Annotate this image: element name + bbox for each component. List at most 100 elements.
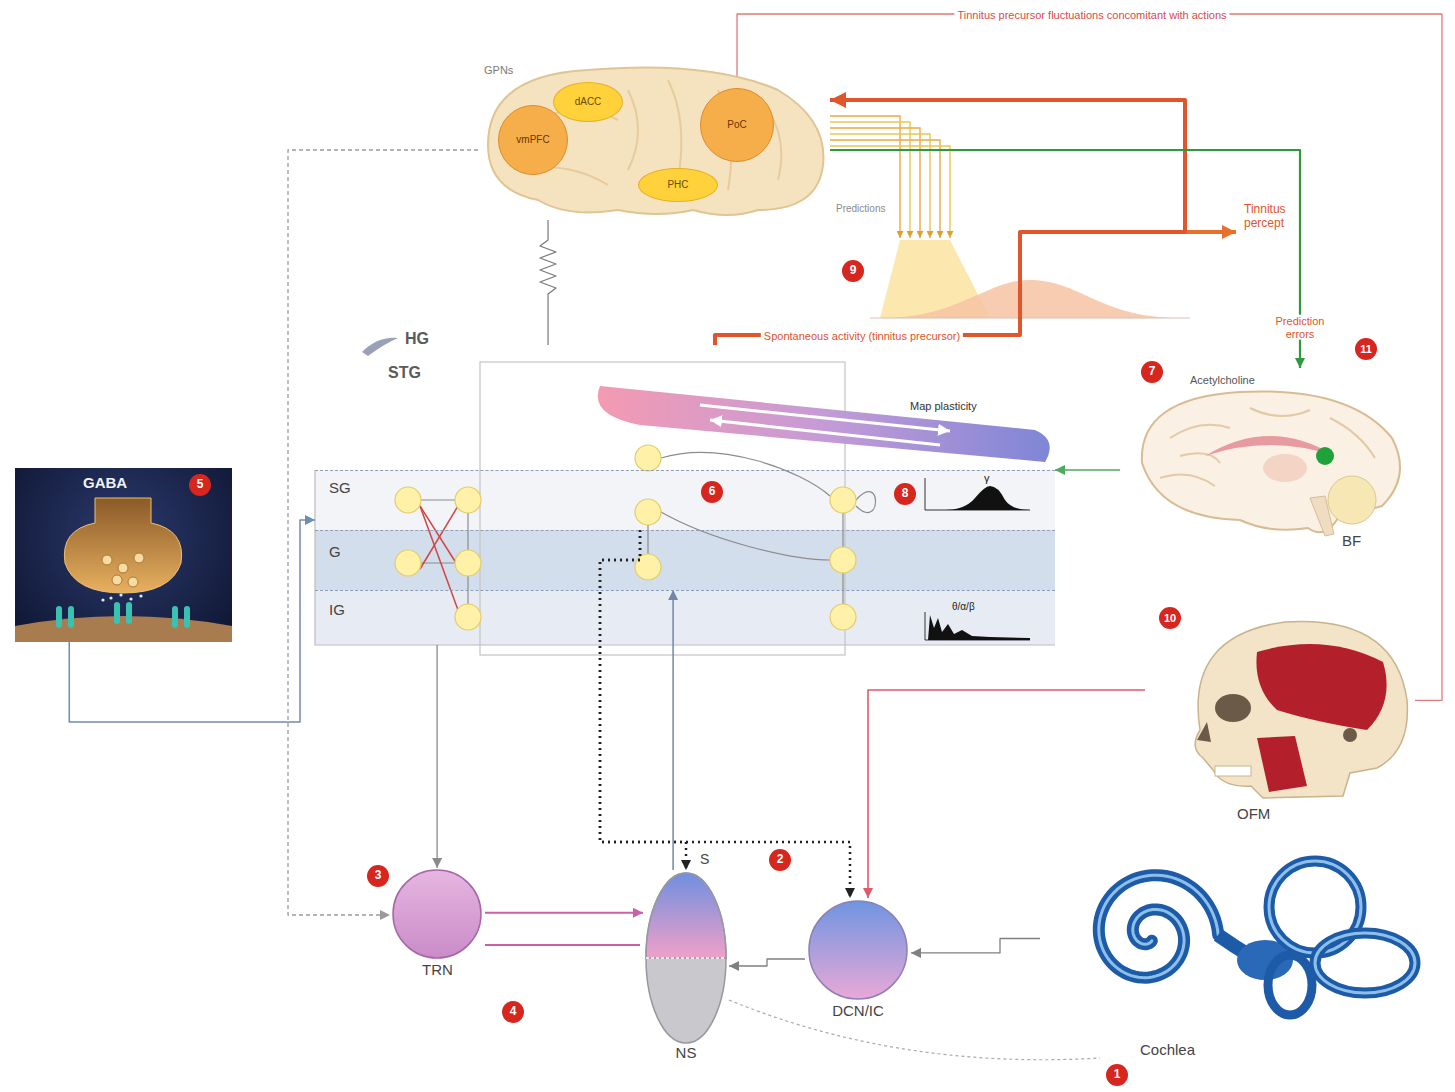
text-slot: STG xyxy=(388,364,421,382)
cortical-layer: IG xyxy=(315,590,1055,645)
inhibitory-link xyxy=(420,506,458,610)
brain-outline xyxy=(1142,391,1400,532)
connector xyxy=(737,14,1442,700)
connector xyxy=(1055,469,1120,471)
callout-badge: 4 xyxy=(502,1001,524,1023)
brain-region: PoC xyxy=(700,88,774,162)
callout-number: 4 xyxy=(510,1005,517,1019)
connector-label: Prediction errors xyxy=(1264,315,1336,340)
gyrus-icon xyxy=(362,338,398,356)
basal-forebrain-dot xyxy=(1316,447,1334,465)
text-slot: Tinnitus precursor fluctuations concomit… xyxy=(954,5,1229,23)
transmitter-dot xyxy=(119,593,122,596)
nucleus-ellipse xyxy=(646,873,726,1043)
region-label: STG xyxy=(388,364,421,382)
nucleus-upper-part xyxy=(646,873,726,958)
nucleus: TRN xyxy=(390,868,485,980)
node-label: vmPFC xyxy=(516,134,549,146)
node-label: PHC xyxy=(667,179,688,191)
vesicle xyxy=(134,553,144,563)
callout-number: 8 xyxy=(902,487,909,501)
node-label: TRN xyxy=(422,961,453,978)
callout-badge: 2 xyxy=(769,849,791,871)
text-slot: DCN/IC xyxy=(805,1002,911,1020)
node-figure xyxy=(1040,835,1430,1065)
neuron-link xyxy=(661,453,830,496)
semicircular-canal xyxy=(1268,955,1312,1015)
node-label: BF xyxy=(1342,532,1361,549)
cortex-block: Map plasticitySGGIG xyxy=(315,345,1055,660)
teeth xyxy=(1215,766,1251,776)
skull-outline xyxy=(1195,621,1407,798)
callout-number: 7 xyxy=(1149,365,1156,379)
callout-badge: 1 xyxy=(1106,1064,1128,1086)
callout-badge: 8 xyxy=(894,483,916,505)
text-slot: GPNs xyxy=(484,60,513,78)
thalamus xyxy=(1263,454,1307,482)
auditory-nerve-link xyxy=(729,1000,1100,1060)
neuron xyxy=(635,499,661,525)
text-slot: OFM xyxy=(1237,805,1270,823)
callout-number: 6 xyxy=(709,485,716,499)
node-label: dACC xyxy=(575,96,602,108)
neuron-link xyxy=(467,513,468,550)
vesicle xyxy=(118,563,128,573)
text-slot: SG xyxy=(329,479,351,497)
brain-outline xyxy=(488,68,823,216)
connector-label: Tinnitus precursor fluctuations concomit… xyxy=(954,9,1229,22)
text-slot: Cochlea xyxy=(1140,1041,1195,1059)
nucleus-circle xyxy=(393,870,481,958)
neuron xyxy=(395,550,421,576)
tonotopic-map xyxy=(598,386,1050,462)
brain-region: dACC xyxy=(553,82,623,122)
semicircular-canal-core xyxy=(1315,933,1415,993)
text-slot: S xyxy=(700,850,709,868)
cortex-layer-ground xyxy=(315,470,1055,645)
low-frequency-spectrum xyxy=(928,615,1030,640)
neuron-links xyxy=(421,453,876,604)
neurons xyxy=(395,445,856,630)
text-slot: NS xyxy=(643,1044,729,1062)
nucleus-divider xyxy=(646,957,726,959)
brain-region: vmPFC xyxy=(498,105,568,175)
connector xyxy=(540,220,556,345)
text-slot: Tinnitus percept xyxy=(1244,203,1306,231)
text-slot: Predictions xyxy=(836,198,885,216)
callout-badge: 5 xyxy=(189,474,211,496)
callout-number: 11 xyxy=(1360,343,1372,356)
neuron xyxy=(830,487,856,513)
node-label: IG xyxy=(329,601,345,618)
vesicle xyxy=(102,555,112,565)
node-figure xyxy=(1145,610,1415,825)
text-slot: TRN xyxy=(390,961,485,979)
neuron xyxy=(635,554,661,580)
connector xyxy=(436,645,437,868)
gamma-spectrum xyxy=(945,486,1030,510)
output-label: Tinnitus percept xyxy=(1244,203,1306,231)
receptor xyxy=(68,606,74,628)
cochlea-spiral-core xyxy=(1099,875,1218,977)
node-label: GABA xyxy=(83,474,127,491)
text-slot: BF xyxy=(1342,532,1361,550)
cochlea-spiral xyxy=(1099,875,1218,977)
callout-number: 10 xyxy=(1164,612,1176,625)
callout-badge: 6 xyxy=(701,481,723,503)
band-label: γ xyxy=(984,472,990,485)
node-figure xyxy=(805,898,911,1020)
band-label: θ/α/β xyxy=(952,601,975,613)
callout-number: 5 xyxy=(197,478,204,492)
spectrum-axes xyxy=(925,478,1030,510)
text-slot: Acetylcholine xyxy=(1190,370,1255,388)
prediction-line xyxy=(830,146,950,238)
text-slot: Prediction errors xyxy=(1264,315,1336,342)
inhibitory-link xyxy=(420,506,458,569)
skull-figure: OFM xyxy=(1145,610,1415,825)
infragranular-layer-fill xyxy=(315,590,1055,645)
nucleus: NS xyxy=(643,870,729,1062)
node-label: SG xyxy=(329,479,351,496)
node-figure xyxy=(1120,368,1415,553)
node-label: NS xyxy=(676,1044,697,1061)
callout-badge: 3 xyxy=(367,865,389,887)
distribution-baseline xyxy=(870,318,1190,319)
connector xyxy=(288,150,478,915)
